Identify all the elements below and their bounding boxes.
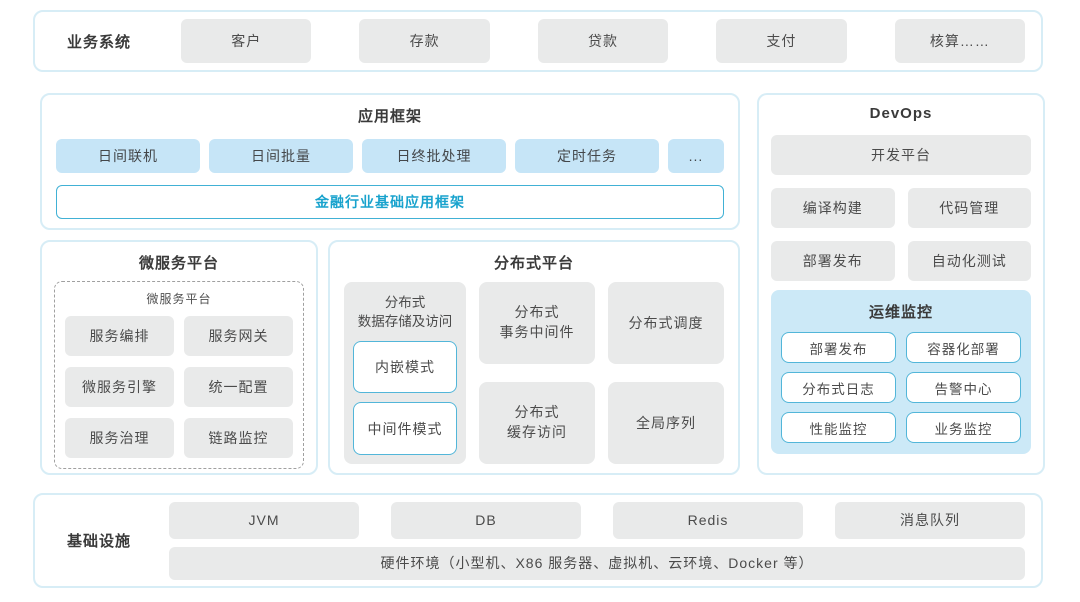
infra-jvm: JVM bbox=[169, 501, 359, 539]
devops-tools: 编译构建 代码管理 部署发布 自动化测试 bbox=[771, 188, 1031, 281]
distributed-col-2: 分布式 事务中间件 分布式 缓存访问 bbox=[479, 282, 595, 464]
app-framework-title: 应用框架 bbox=[357, 108, 422, 125]
micro-item-engine: 微服务引擎 bbox=[65, 367, 174, 407]
monitor-deploy-release: 部署发布 bbox=[781, 332, 896, 363]
microservice-inner-box: 微服务平台 服务编排 服务网关 微服务引擎 统一配置 服务治理 链路监控 bbox=[54, 281, 304, 469]
micro-item-orchestration: 服务编排 bbox=[65, 316, 174, 356]
micro-item-tracing: 链路监控 bbox=[184, 418, 293, 458]
business-item-loan: 贷款 bbox=[537, 19, 669, 63]
devops-code-mgmt: 代码管理 bbox=[907, 188, 1031, 228]
distributed-storage-box: 分布式 数据存储及访问 内嵌模式 中间件模式 bbox=[344, 282, 466, 464]
devops-dev-platform: 开发平台 bbox=[771, 135, 1031, 175]
appfw-item-more: ... bbox=[668, 139, 724, 173]
microservice-inner-title: 微服务平台 bbox=[146, 292, 212, 306]
devops-deploy: 部署发布 bbox=[771, 241, 895, 281]
storage-mode-middleware: 中间件模式 bbox=[353, 402, 457, 455]
business-item-deposit: 存款 bbox=[359, 19, 490, 63]
business-systems-items: 客户 存款 贷款 支付 核算…… bbox=[181, 19, 1026, 63]
devops-section: DevOps 开发平台 编译构建 代码管理 部署发布 自动化测试 运维监控 部署… bbox=[757, 93, 1045, 475]
micro-item-gateway: 服务网关 bbox=[184, 316, 293, 356]
ops-monitoring-panel: 运维监控 部署发布 容器化部署 分布式日志 告警中心 性能监控 业务监控 bbox=[771, 290, 1031, 454]
ops-monitoring-items: 部署发布 容器化部署 分布式日志 告警中心 性能监控 业务监控 bbox=[781, 332, 1021, 443]
distributed-grid: 分布式 数据存储及访问 内嵌模式 中间件模式 分布式 事务中间件 分布式 缓存访… bbox=[344, 282, 724, 464]
infrastructure-items: JVM DB Redis 消息队列 硬件环境（小型机、X86 服务器、虚拟机、云… bbox=[169, 501, 1025, 580]
distributed-cache-box: 分布式 缓存访问 bbox=[479, 382, 595, 464]
app-framework-items: 日间联机 日间批量 日终批处理 定时任务 ... bbox=[56, 139, 724, 173]
microservice-platform-title: 微服务平台 bbox=[138, 255, 219, 272]
app-framework-section: 应用框架 日间联机 日间批量 日终批处理 定时任务 ... 金融行业基础应用框架 bbox=[40, 93, 740, 230]
business-systems-section: 业务系统 客户 存款 贷款 支付 核算…… bbox=[33, 10, 1043, 72]
distributed-transaction-box: 分布式 事务中间件 bbox=[479, 282, 595, 364]
monitor-containerized: 容器化部署 bbox=[906, 332, 1021, 363]
global-sequence-box: 全局序列 bbox=[608, 382, 724, 464]
appfw-item-scheduled-task: 定时任务 bbox=[515, 139, 659, 173]
monitor-dist-log: 分布式日志 bbox=[781, 372, 896, 403]
business-item-accounting: 核算…… bbox=[894, 19, 1026, 63]
distributed-platform-section: 分布式平台 分布式 数据存储及访问 内嵌模式 中间件模式 分布式 事务中间件 分… bbox=[328, 240, 740, 475]
distributed-platform-title: 分布式平台 bbox=[493, 255, 574, 272]
distributed-scheduling-box: 分布式调度 bbox=[608, 282, 724, 364]
infrastructure-row: JVM DB Redis 消息队列 bbox=[169, 501, 1025, 539]
monitor-business: 业务监控 bbox=[906, 412, 1021, 443]
business-systems-label: 业务系统 bbox=[66, 33, 131, 51]
ops-monitoring-title: 运维监控 bbox=[868, 304, 933, 321]
infrastructure-section: 基础设施 JVM DB Redis 消息队列 硬件环境（小型机、X86 服务器、… bbox=[33, 493, 1043, 588]
appfw-item-daytime-online: 日间联机 bbox=[56, 139, 200, 173]
devops-build: 编译构建 bbox=[771, 188, 895, 228]
distributed-col-3: 分布式调度 全局序列 bbox=[608, 282, 724, 464]
devops-auto-test: 自动化测试 bbox=[907, 241, 1031, 281]
business-item-payment: 支付 bbox=[716, 19, 847, 63]
appfw-item-daytime-batch: 日间批量 bbox=[209, 139, 353, 173]
infra-mq: 消息队列 bbox=[835, 501, 1025, 539]
micro-item-config: 统一配置 bbox=[184, 367, 293, 407]
appfw-item-eod-batch: 日终批处理 bbox=[362, 139, 506, 173]
monitor-alert-center: 告警中心 bbox=[906, 372, 1021, 403]
microservice-platform-section: 微服务平台 微服务平台 服务编排 服务网关 微服务引擎 统一配置 服务治理 链路… bbox=[40, 240, 318, 475]
storage-mode-embedded: 内嵌模式 bbox=[353, 340, 457, 394]
micro-item-governance: 服务治理 bbox=[65, 418, 174, 458]
infrastructure-label: 基础设施 bbox=[66, 533, 131, 550]
microservice-items: 服务编排 服务网关 微服务引擎 统一配置 服务治理 链路监控 bbox=[65, 316, 293, 458]
infra-redis: Redis bbox=[613, 501, 803, 539]
financial-base-framework: 金融行业基础应用框架 bbox=[56, 185, 724, 219]
infra-db: DB bbox=[391, 501, 581, 539]
monitor-performance: 性能监控 bbox=[781, 412, 896, 443]
hardware-environment: 硬件环境（小型机、X86 服务器、虚拟机、云环境、Docker 等） bbox=[169, 546, 1025, 580]
distributed-storage-label: 分布式 数据存储及访问 bbox=[357, 295, 453, 329]
devops-title: DevOps bbox=[869, 105, 933, 122]
business-item-customer: 客户 bbox=[181, 19, 312, 63]
